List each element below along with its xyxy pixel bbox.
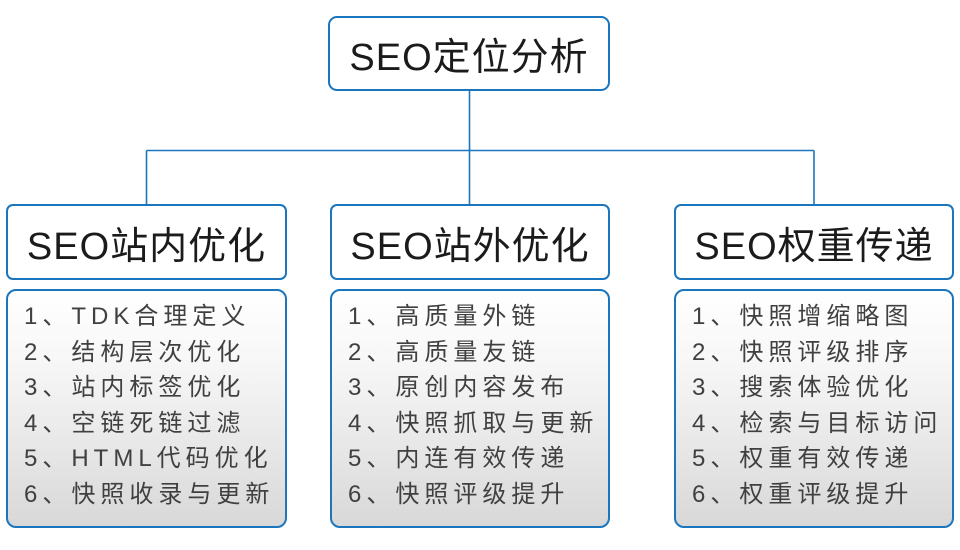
branch-list-onsite: 1、TDK合理定义 2、结构层次优化 3、站内标签优化 4、空链死链过滤 5、H… [6,289,287,528]
list-item: 4、空链死链过滤 [24,409,246,437]
branch-offsite: SEO站外优化 1、高质量外链 2、高质量友链 3、原创内容发布 4、快照抓取与… [330,204,610,528]
list-item: 3、站内标签优化 [24,374,246,401]
list-item: 1、高质量外链 [348,303,541,330]
branch-header-offsite: SEO站外优化 [330,204,610,280]
list-item: 2、快照评级排序 [692,338,914,366]
list-item: 6、权重评级提升 [692,480,914,508]
list-item: 1、快照增缩略图 [692,303,914,330]
list-item: 4、检索与目标访问 [692,409,943,437]
branch-header-label: SEO权重传递 [694,225,934,268]
list-item: 1、TDK合理定义 [24,303,251,330]
list-item: 5、HTML代码优化 [24,445,273,472]
branch-list-weight: 1、快照增缩略图 2、快照评级排序 3、搜索体验优化 4、检索与目标访问 5、权… [674,289,954,528]
branch-header-label: SEO站内优化 [26,225,267,268]
list-item: 6、快照评级提升 [348,480,570,508]
list-item: 6、快照收录与更新 [24,480,275,508]
root-node-label: SEO定位分析 [349,37,589,79]
list-item: 2、高质量友链 [348,338,541,366]
list-item: 4、快照抓取与更新 [348,409,599,437]
list-item: 3、搜索体验优化 [692,374,914,401]
branch-list-offsite: 1、高质量外链 2、高质量友链 3、原创内容发布 4、快照抓取与更新 5、内连有… [330,289,610,528]
branch-header-onsite: SEO站内优化 [6,204,287,280]
branch-header-weight: SEO权重传递 [674,204,954,280]
branch-header-label: SEO站外优化 [350,225,590,268]
root-node: SEO定位分析 [328,16,610,91]
branch-weight: SEO权重传递 1、快照增缩略图 2、快照评级排序 3、搜索体验优化 4、检索与… [674,204,954,528]
branch-onsite: SEO站内优化 1、TDK合理定义 2、结构层次优化 3、站内标签优化 4、空链… [6,204,287,528]
list-item: 2、结构层次优化 [24,338,246,366]
list-item: 5、权重有效传递 [692,445,914,472]
list-item: 3、原创内容发布 [348,374,570,401]
list-item: 5、内连有效传递 [348,445,570,472]
